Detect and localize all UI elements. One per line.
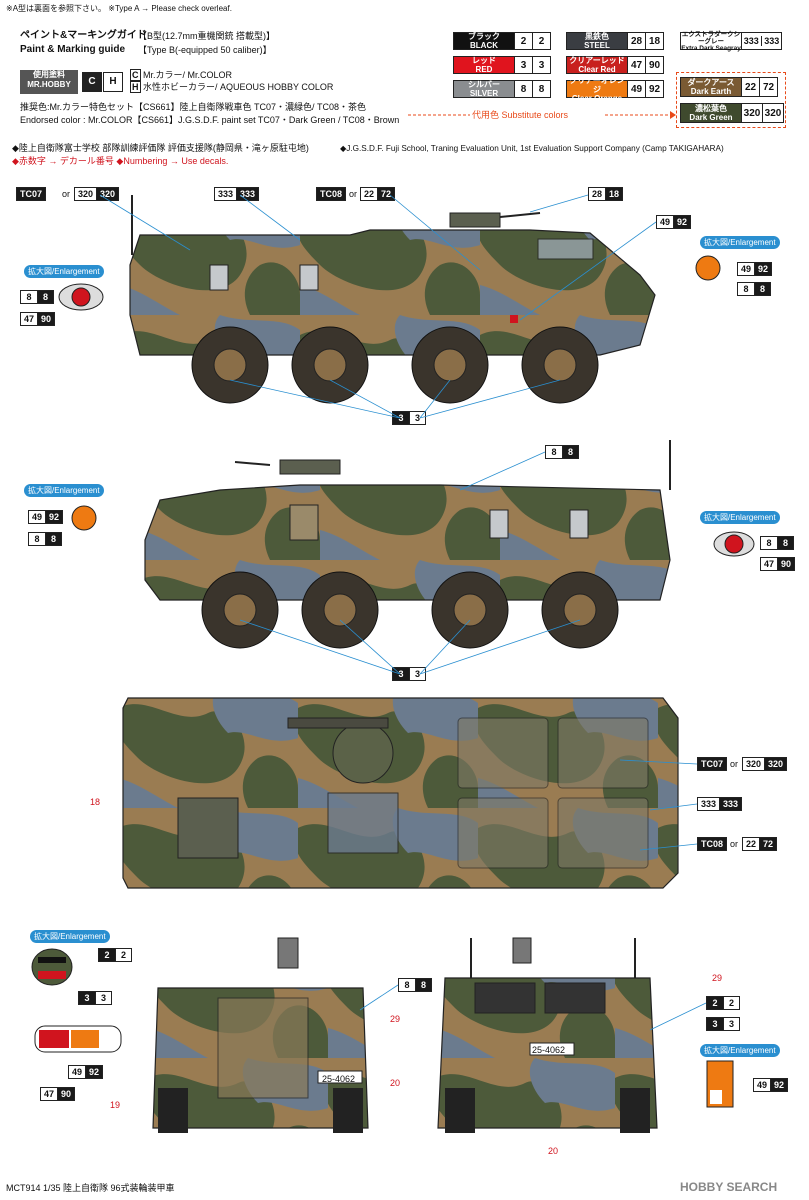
c-icon: C <box>130 69 141 81</box>
h-text: 水性ホビーカラー/ AQUEOUS HOBBY COLOR <box>143 82 334 92</box>
rear-light-enlarged <box>31 948 73 986</box>
type-note: ※A型は裏面を参照下さい。 ※Type A → Please check ove… <box>6 4 232 13</box>
decal-20-a: 20 <box>390 1078 401 1088</box>
decal-29-b: 29 <box>712 973 723 983</box>
h-icon: H <box>130 81 141 93</box>
enlargement-5: 拡大図/Enlargement <box>30 930 110 943</box>
or-1: or <box>62 189 71 199</box>
type-b-jp: 【B型(12.7mm重機関銃 搭載型)】 <box>138 31 276 41</box>
numbering-text: ◆赤数字 → デカール番号 ◆Numbering → Use decals. <box>12 156 229 166</box>
decal-19: 19 <box>110 1100 121 1110</box>
or-2: or <box>349 189 358 199</box>
tag-tc08-2: TC08 <box>697 837 728 851</box>
side-marker-enlarged <box>706 1060 734 1108</box>
tail-light-cluster <box>34 1025 122 1053</box>
substitute-box <box>676 72 786 128</box>
unit-jp: ◆陸上自衛隊富士学校 部隊訓練評価隊 評価支援隊(静岡県・滝ヶ原駐屯地) <box>12 143 309 153</box>
front-view <box>437 937 658 1133</box>
c-text: Mr.カラー/ Mr.COLOR <box>143 70 233 80</box>
h-letter: H <box>103 72 123 92</box>
paint-legend-bottom: MR.HOBBY <box>27 80 71 89</box>
side-view-right <box>144 440 671 649</box>
enlargement-1: 拡大図/Enlargement <box>24 265 104 278</box>
or-4: or <box>730 839 739 849</box>
decal-20-b: 20 <box>548 1146 559 1156</box>
tail-light-right <box>713 531 755 557</box>
marker-orange-left <box>71 505 97 531</box>
enlargement-3: 拡大図/Enlargement <box>24 484 104 497</box>
rear-view <box>152 937 369 1133</box>
substitute-label: 代用色 Substitute colors <box>472 110 569 120</box>
paint-legend-box: 使用塗料 MR.HOBBY <box>20 70 78 94</box>
plate-front: 25-4062 <box>532 1045 566 1055</box>
tag-tc07-2: TC07 <box>697 757 728 771</box>
tail-light-left <box>58 283 104 311</box>
endorsed-jp: 推奨色:Mr.カラー特色セット【CS661】陸上自衛隊戦車色 TC07・濃緑色/… <box>20 102 367 112</box>
marker-orange-right <box>695 255 721 281</box>
enlargement-2: 拡大図/Enlargement <box>700 236 780 249</box>
decal-18: 18 <box>90 797 101 807</box>
endorsed-en: Endorsed color : Mr.COLOR【CS661】J.G.S.D.… <box>20 115 400 125</box>
unit-en: ◆J.G.S.D.F. Fuji School, Traning Evaluat… <box>340 144 724 153</box>
guide-title-en: Paint & Marking guide <box>20 44 126 55</box>
tag-tc08-1: TC08 <box>316 187 347 201</box>
or-3: or <box>730 759 739 769</box>
guide-title-jp: ペイント&マーキングガイド <box>20 30 147 41</box>
c-letter: C <box>82 72 102 92</box>
enlargement-6: 拡大図/Enlargement <box>700 1044 780 1057</box>
tag-tc07-1: TC07 <box>16 187 47 201</box>
footer-caption: MCT914 1/35 陸上自衛隊 96式装輪装甲車 <box>6 1183 175 1193</box>
plate-rear: 25-4062 <box>322 1074 356 1084</box>
type-b-en: 【Type B(-equipped 50 caliber)】 <box>138 45 272 55</box>
watermark: HOBBY SEARCH <box>680 1180 778 1194</box>
numbering-note: ◆赤数字 → デカール番号 ◆Numbering → Use decals. <box>12 156 228 167</box>
side-view-left <box>129 195 656 404</box>
decal-29-a: 29 <box>390 1014 401 1024</box>
paint-legend-top: 使用塗料 <box>33 70 65 79</box>
substitute-arrow <box>408 111 676 119</box>
enlargement-4: 拡大図/Enlargement <box>700 511 780 524</box>
top-view <box>122 697 679 889</box>
